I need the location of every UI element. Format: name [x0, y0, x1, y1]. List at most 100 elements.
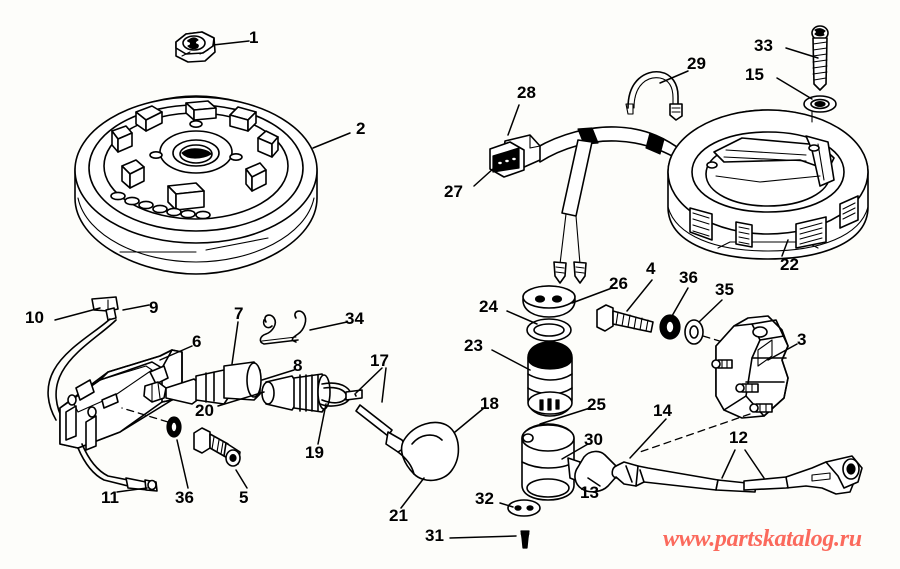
- leader-26: [571, 287, 613, 304]
- leader-19: [317, 403, 327, 445]
- part-spring-clip: [259, 310, 307, 345]
- callout-4: 4: [646, 259, 656, 278]
- callout-12: 12: [729, 428, 748, 447]
- part-small-screw: [520, 530, 530, 549]
- leader-15: [776, 77, 813, 100]
- callout-22: 22: [780, 255, 799, 274]
- callout-9: 9: [149, 298, 159, 317]
- leader-36-lower: [176, 439, 189, 489]
- leader-17b: [381, 367, 387, 403]
- part-connector-sleeve: [165, 361, 262, 405]
- part-cable-tie: [625, 71, 683, 121]
- part-key-switch-body: [527, 341, 573, 417]
- callout-15: 15: [745, 65, 764, 84]
- leader-22: [781, 239, 789, 257]
- leader-7: [231, 321, 239, 365]
- part-lock-washer-lower: [166, 416, 182, 438]
- leader-36: [671, 287, 689, 317]
- callout-21: 21: [389, 506, 408, 525]
- callout-17: 17: [370, 351, 389, 370]
- part-washer-15: [803, 95, 837, 113]
- callout-36: 36: [679, 268, 698, 287]
- part-retainer-plate: [507, 499, 541, 517]
- part-lock-washer-36: [659, 314, 681, 340]
- leader-17a: [355, 367, 383, 394]
- part-boot: [385, 421, 460, 482]
- leader-12b: [744, 449, 765, 479]
- part-connector-ferrule: [261, 373, 352, 413]
- callout-30: 30: [584, 430, 603, 449]
- leader-27: [473, 167, 495, 187]
- leader-32: [499, 502, 514, 508]
- callout-3: 3: [797, 330, 807, 349]
- leader-33: [785, 47, 819, 59]
- leader-34: [309, 321, 348, 331]
- leader-1: [212, 40, 250, 46]
- callout-36-lower: 36: [175, 488, 194, 507]
- callout-28: 28: [517, 83, 536, 102]
- leader-9: [122, 304, 150, 311]
- callout-1: 1: [249, 28, 259, 47]
- leader-10: [54, 307, 101, 321]
- leader-24: [506, 310, 538, 325]
- callout-32: 32: [475, 489, 494, 508]
- part-grommet: [522, 285, 576, 318]
- leader-2: [312, 132, 351, 149]
- part-spark-plug-lead-right: [743, 455, 863, 495]
- callout-8: 8: [293, 356, 303, 375]
- callout-26: 26: [609, 274, 628, 293]
- leader-6: [159, 345, 193, 361]
- leader-13: [587, 477, 601, 487]
- leader-3: [767, 343, 798, 361]
- callout-34: 34: [345, 309, 364, 328]
- part-flywheel-nut: [175, 31, 216, 63]
- leader-28: [507, 104, 520, 136]
- assembly-dash-36-6: [121, 407, 169, 423]
- part-spark-plug-boot: [574, 450, 757, 493]
- leader-30: [561, 443, 589, 460]
- leader-4: [626, 279, 653, 312]
- callout-33: 33: [754, 36, 773, 55]
- leader-31: [449, 535, 517, 539]
- leader-11: [116, 487, 148, 493]
- leader-23: [491, 349, 531, 371]
- leader-25: [539, 407, 591, 425]
- leader-29: [659, 70, 689, 84]
- part-o-ring: [526, 318, 572, 342]
- site-watermark: www.partskatalog.ru: [663, 526, 862, 552]
- callout-7: 7: [234, 304, 244, 323]
- callout-18: 18: [480, 394, 499, 413]
- leader-35: [698, 299, 723, 323]
- leader-21: [400, 477, 425, 509]
- leader-20: [217, 391, 265, 407]
- part-stator-assembly: [667, 109, 869, 260]
- part-wire-leads: [345, 389, 393, 437]
- callout-31: 31: [425, 526, 444, 545]
- part-switch-housing: [521, 423, 581, 501]
- part-screw-5: [193, 427, 241, 467]
- callout-11: 11: [101, 488, 119, 507]
- callout-13: 13: [580, 483, 599, 502]
- callout-25: 25: [587, 395, 606, 414]
- part-ignition-coil: [711, 315, 789, 419]
- part-wire-harness: [489, 126, 691, 284]
- callout-29: 29: [687, 54, 706, 73]
- part-bolt-4: [596, 304, 654, 333]
- part-flywheel: [74, 95, 318, 275]
- callout-5: 5: [239, 488, 249, 507]
- callout-35: 35: [715, 280, 734, 299]
- part-stator-screw: [811, 25, 829, 91]
- callout-23: 23: [464, 336, 483, 355]
- callout-20: 20: [195, 401, 214, 420]
- leader-8: [261, 369, 295, 381]
- callout-6: 6: [192, 332, 202, 351]
- callout-10: 10: [25, 308, 44, 327]
- callout-27: 27: [444, 182, 463, 201]
- leader-14: [629, 418, 667, 459]
- callout-24: 24: [479, 297, 498, 316]
- part-ground-lead: [47, 296, 119, 423]
- callout-19: 19: [305, 443, 324, 462]
- assembly-dash-3-14: [639, 413, 751, 453]
